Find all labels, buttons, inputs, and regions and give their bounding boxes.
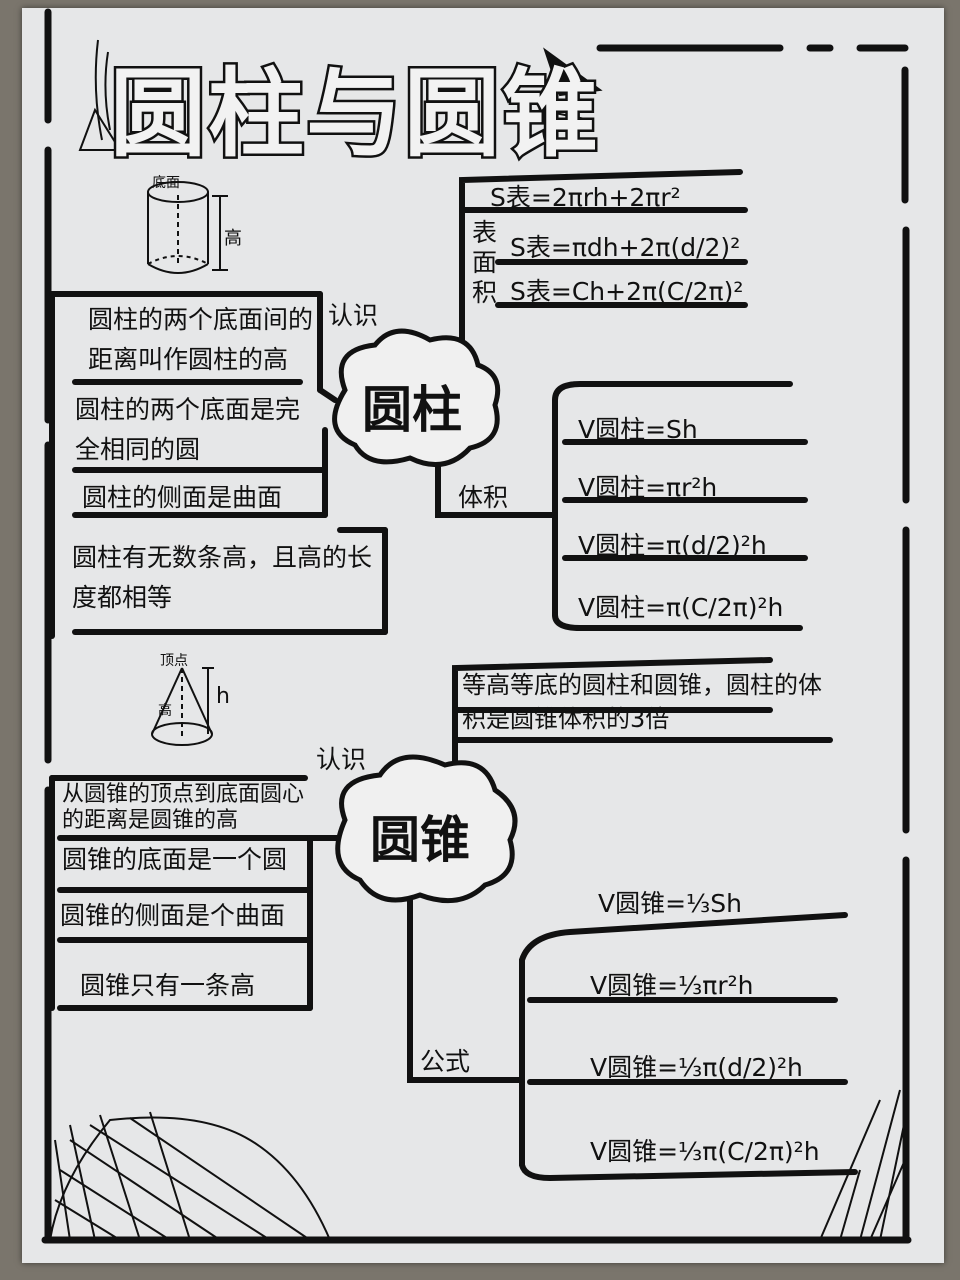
cylinder-fact-1: 圆柱的两个底面间的距离叫作圆柱的高 xyxy=(88,305,314,374)
cone-apex-label: 顶点 xyxy=(160,653,188,669)
cone-height-label: 高 xyxy=(158,703,172,719)
cone-cylinder-relation: 等高等底的圆柱和圆锥，圆柱的体积是圆锥体积的3倍 xyxy=(462,671,822,733)
volume-formula-3: V圆柱=π(d/2)²h xyxy=(578,531,767,560)
volume-formula-1: V圆柱=Sh xyxy=(578,415,698,444)
cylinder-recognize-label: 认识 xyxy=(328,301,379,330)
page-title: 圆柱与圆锥 xyxy=(108,56,601,173)
volume-formula-4: V圆柱=π(C/2π)²h xyxy=(578,593,784,622)
cone-hub: 圆锥 xyxy=(370,811,470,869)
cylinder-fact-4: 圆柱有无数条高，且高的长度都相等 xyxy=(72,543,373,612)
cone-fact-2: 圆锥的底面是一个圆 xyxy=(62,845,288,874)
cone-fact-4: 圆锥只有一条高 xyxy=(80,971,256,1000)
volume-formula-2: V圆柱=πr²h xyxy=(578,473,718,502)
surface-formula-3: S表=Ch+2π(C/2π)² xyxy=(510,277,744,306)
surface-formula-2: S表=πdh+2π(d/2)² xyxy=(510,233,741,262)
cylinder-height-label: 高 xyxy=(224,228,242,249)
cone-fact-1: 从圆锥的顶点到底面圆心的距离是圆锥的高 xyxy=(62,782,305,833)
cylinder-hub: 圆柱 xyxy=(362,381,462,439)
cone-formula-2: V圆锥=⅓πr²h xyxy=(590,971,754,1000)
surface-area-label: 表面积 xyxy=(472,218,498,307)
formula-label: 公式 xyxy=(420,1047,471,1076)
cone-formula-3: V圆锥=⅓π(d/2)²h xyxy=(590,1053,803,1082)
cone-formula-1: V圆锥=⅓Sh xyxy=(598,889,742,918)
cone-recognize-label: 认识 xyxy=(316,745,367,774)
cylinder-fact-2: 圆柱的两个底面是完全相同的圆 xyxy=(75,395,301,464)
volume-label: 体积 xyxy=(458,483,509,512)
cone-formula-4: V圆锥=⅓π(C/2π)²h xyxy=(590,1137,820,1166)
cone-h-label: h xyxy=(216,684,230,709)
poster-sheet xyxy=(22,8,944,1263)
surface-formula-1: S表=2πrh+2πr² xyxy=(490,183,681,212)
cylinder-base-label: 底面 xyxy=(152,175,180,191)
cylinder-fact-3: 圆柱的侧面是曲面 xyxy=(82,483,283,512)
cone-fact-3: 圆锥的侧面是个曲面 xyxy=(60,901,286,930)
